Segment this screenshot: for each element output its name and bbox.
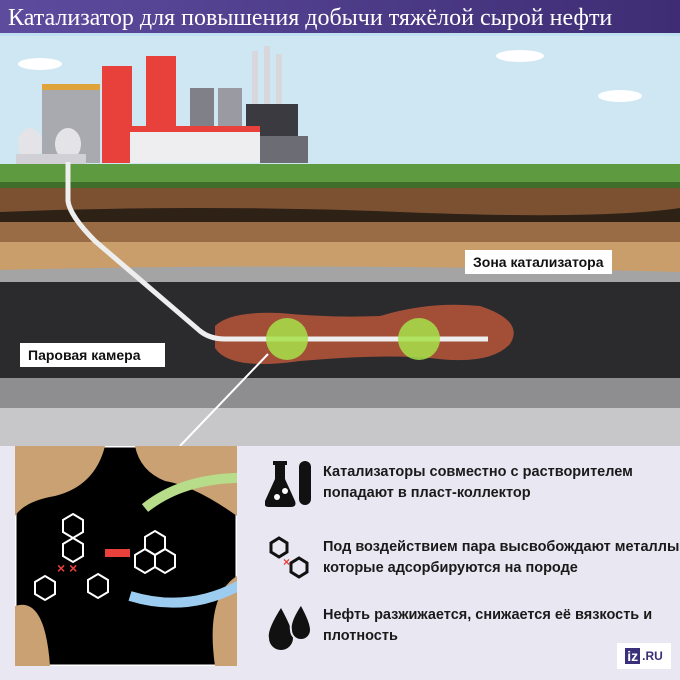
step-text: Нефть разжижается, снижается её вязкость… (323, 607, 653, 644)
molecule-hexagons (34, 512, 176, 602)
logo-iz: iz (625, 648, 641, 664)
logo-ru: .RU (642, 649, 663, 663)
page-title: Катализатор для повышения добычи тяжёлой… (8, 5, 613, 31)
oil-drops-icon (268, 602, 313, 650)
svg-text:× ×: × × (57, 560, 77, 576)
svg-text:×: × (283, 555, 290, 569)
red-arrow (105, 549, 130, 557)
clouds (18, 50, 642, 102)
catalyst-zone-label: Зона катализатора (465, 250, 612, 274)
catalyst-zone-2 (398, 318, 440, 360)
refinery-plant (16, 46, 308, 164)
catalyst-zone-1 (266, 318, 308, 360)
step-oil-thinning: Нефть разжижается, снижается её вязкость… (265, 600, 680, 652)
step-catalyst-injection: Катализаторы совместно с растворителем п… (265, 457, 680, 509)
pore-inset: × × (15, 446, 237, 666)
pipe (65, 162, 488, 342)
green-arrow (141, 472, 237, 512)
blue-arrow (128, 580, 237, 608)
step-text: Катализаторы совместно с растворителем п… (323, 464, 633, 501)
iz-ru-logo: iz .RU (617, 643, 671, 669)
steam-chamber-label: Паровая камера (20, 343, 165, 367)
step-metal-release: × Под воздействием пара высвобождают мет… (265, 532, 680, 584)
lab-flask-icon (265, 461, 311, 507)
oil-field-cross-section (0, 36, 680, 446)
step-text: Под воздействием пара высвобождают метал… (323, 539, 680, 576)
header: Катализатор для повышения добычи тяжёлой… (0, 0, 680, 36)
molecule-icon: × (269, 536, 309, 579)
